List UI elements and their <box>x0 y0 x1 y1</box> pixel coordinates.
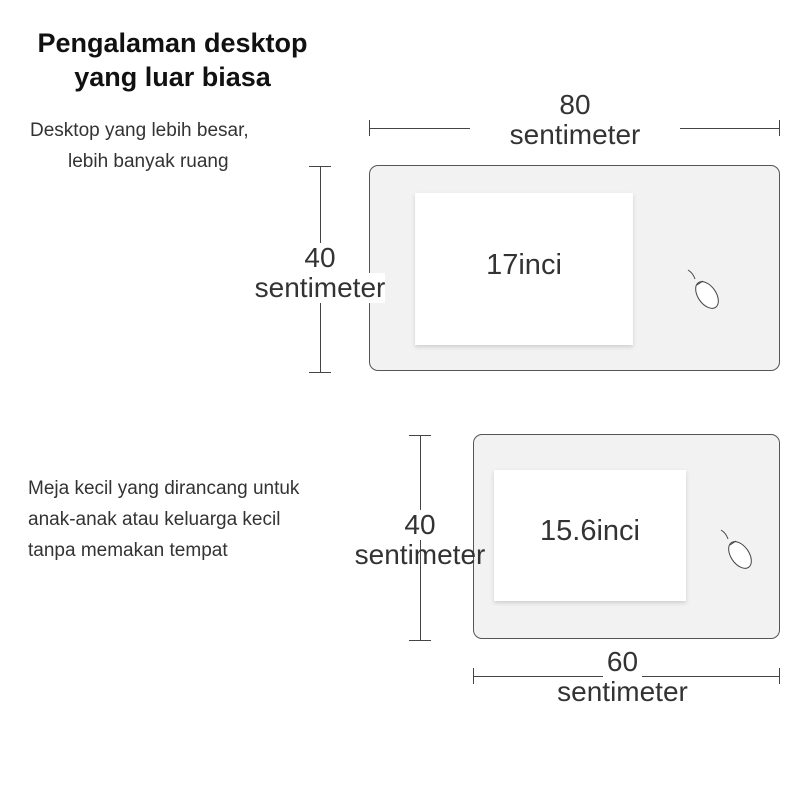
small-monitor: 15.6inci <box>494 470 686 601</box>
dimension-unit: sentimeter <box>557 676 688 707</box>
desc-line: Desktop yang lebih besar, <box>30 120 249 141</box>
desc-line: anak-anak atau keluarga kecil <box>28 509 281 530</box>
dimension-tick <box>409 435 431 436</box>
dimension-tick <box>473 668 474 684</box>
dimension-value: 60 <box>602 647 643 677</box>
dimension-tick <box>409 640 431 641</box>
large-width-label: 80 sentimeter <box>470 90 680 150</box>
headline-line-1: Pengalaman desktop <box>37 28 308 58</box>
dimension-value: 40 <box>304 242 336 273</box>
dimension-value: 80 <box>559 89 591 120</box>
dimension-unit: sentimeter <box>254 272 386 303</box>
desc-line: tanpa memakan tempat <box>28 540 228 561</box>
monitor-size-label: 15.6inci <box>540 515 640 547</box>
large-height-label: 40 sentimeter <box>230 243 410 303</box>
dimension-value: 40 <box>404 509 436 540</box>
small-width-label: 60 sentimeter <box>520 647 725 707</box>
large-desk-description: Desktop yang lebih besar, lebih banyak r… <box>30 115 249 177</box>
mouse-icon <box>687 269 719 309</box>
small-desk-description: Meja kecil yang dirancang untuk anak-ana… <box>28 473 299 566</box>
dimension-unit: sentimeter <box>509 119 641 150</box>
headline: Pengalaman desktop yang luar biasa <box>0 26 345 94</box>
dimension-tick <box>309 372 331 373</box>
headline-line-2: yang luar biasa <box>74 62 271 92</box>
monitor-size-label: 17inci <box>486 248 562 281</box>
dimension-tick <box>779 668 780 684</box>
large-monitor: 17inci <box>415 193 633 345</box>
desc-line: Meja kecil yang dirancang untuk <box>28 478 300 499</box>
desc-line: lebih banyak ruang <box>68 151 229 172</box>
mouse-icon <box>720 529 752 569</box>
dimension-tick <box>779 120 780 136</box>
dimension-unit: sentimeter <box>354 539 486 570</box>
dimension-tick <box>309 166 331 167</box>
small-height-label: 40 sentimeter <box>330 510 510 570</box>
dimension-tick <box>369 120 370 136</box>
